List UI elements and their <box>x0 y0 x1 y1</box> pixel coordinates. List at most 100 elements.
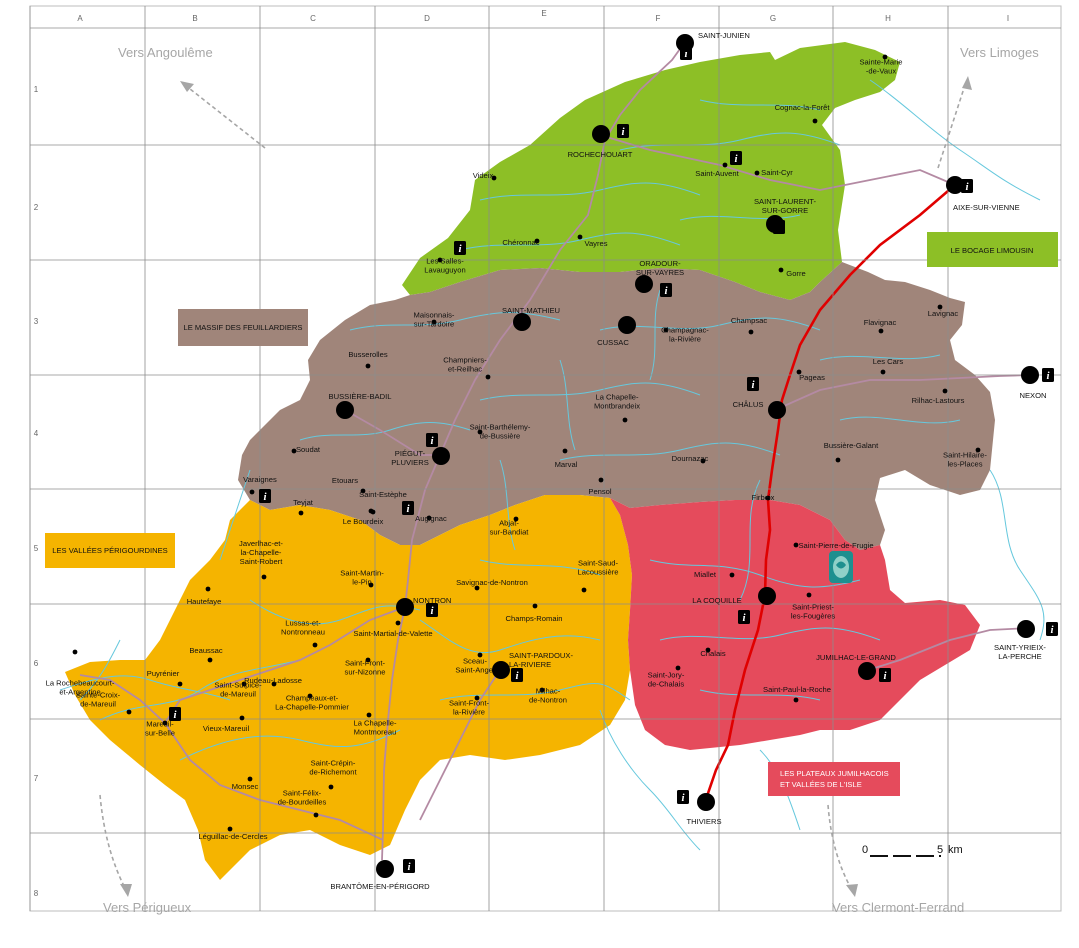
village-label: Léguillac-de-Cercles <box>198 832 267 841</box>
village-label: -de-Vaux <box>866 67 896 76</box>
village-dot <box>539 687 545 693</box>
town-label: SUR-GORRE <box>762 206 808 215</box>
village-dot <box>365 657 371 663</box>
village-dot <box>778 267 784 273</box>
town-label: NONTRON <box>413 596 451 605</box>
village-label: Saint-Pierre-de-Frugie <box>798 541 873 550</box>
grid-col-c: C <box>310 14 316 23</box>
village-label: Saint-Crépin- <box>311 759 356 768</box>
arrow-clermont <box>827 804 853 891</box>
village-label: Saint-Barthélemy- <box>470 423 531 432</box>
village-label: de-Nontron <box>529 696 567 705</box>
town-dot <box>376 860 394 878</box>
village-label: Hautefaye <box>187 597 222 606</box>
grid-col-e: E <box>541 9 546 18</box>
tourist-info-icon: i <box>961 179 973 193</box>
village-label: de-Bussière <box>480 432 521 441</box>
village-label: Les Cars <box>873 357 904 366</box>
village-label: Saint-Félix- <box>283 789 322 798</box>
village-label: Saint-Priest- <box>792 603 834 612</box>
town-label: LA COQUILLE <box>692 596 741 605</box>
village-dot <box>241 681 247 687</box>
village-dot <box>729 572 735 578</box>
grid-row-5: 5 <box>34 544 39 553</box>
village-label: Saint-Auvent <box>695 169 739 178</box>
village-dot <box>249 489 255 495</box>
town-label: JUMILHAC-LE-GRAND <box>816 653 896 662</box>
village-label: Sainte-Marie <box>859 58 902 67</box>
tourist-info-icon: i <box>426 603 438 617</box>
village-dot <box>754 170 760 176</box>
village-label: Bussière-Galant <box>824 441 879 450</box>
village-label: La Chapelle- <box>353 719 397 728</box>
town-label: ORADOUR- <box>639 259 681 268</box>
village-label: Sceau- <box>463 657 488 666</box>
village-dot <box>72 649 78 655</box>
arrow-head-limoges-icon <box>962 76 972 90</box>
village-label: Saint-Front- <box>345 659 386 668</box>
svg-text:i: i <box>1046 370 1050 382</box>
tourist-info-icon: i <box>402 501 414 515</box>
village-label: Champs-Romain <box>506 614 563 623</box>
town-label: BRANTÔME-EN-PÉRIGORD <box>330 882 430 891</box>
grid-row-2: 2 <box>34 203 39 212</box>
svg-text:i: i <box>965 181 969 193</box>
village-dot <box>700 458 706 464</box>
village-label: Champsac <box>731 316 767 325</box>
village-dot <box>312 642 318 648</box>
town-dot <box>513 313 531 331</box>
grid-col-g: G <box>770 14 776 23</box>
village-label: de-Chalais <box>648 680 685 689</box>
tourist-info-icon: i <box>730 151 742 165</box>
village-label: Lavignac <box>928 309 959 318</box>
village-label: Monsec <box>232 782 259 791</box>
zone-plateaux-jumilhacois <box>610 498 980 750</box>
village-dot <box>485 374 491 380</box>
village-label: la-Rivière <box>453 708 485 717</box>
svg-text:i: i <box>734 153 738 165</box>
village-dot <box>261 574 267 580</box>
village-label: de-Mareuil <box>80 700 116 709</box>
zone-label-massif-text: LE MASSIF DES FEUILLARDIERS <box>183 323 302 332</box>
village-label: Les Salles- <box>426 257 464 266</box>
town-label: SAINT-PARDOUX- <box>509 651 573 660</box>
zone-label-vallees-text: LES VALLÉES PÉRIGOURDINES <box>52 546 168 555</box>
village-dot <box>247 776 253 782</box>
town-dot <box>432 447 450 465</box>
village-dot <box>705 647 711 653</box>
village-label: Sainte-Croix- <box>76 691 121 700</box>
tourist-info-icon: i <box>403 859 415 873</box>
village-label: Saint-Jory- <box>648 671 685 680</box>
town-label: LA-PERCHE <box>998 652 1041 661</box>
village-label: Champagnac- <box>661 326 709 335</box>
town-dot <box>336 401 354 419</box>
svg-text:i: i <box>621 126 625 138</box>
village-dot <box>796 369 802 375</box>
town-dot <box>618 316 636 334</box>
grid-row-labels: 1 2 3 4 5 6 7 8 <box>34 85 39 898</box>
scale-bar: 0 5 km <box>862 844 963 857</box>
village-dot <box>532 603 538 609</box>
village-label: Mareuil- <box>146 720 174 729</box>
tourist-info-icon: i <box>879 668 891 682</box>
village-label: Saint-Hilaire- <box>943 451 987 460</box>
village-dot <box>227 826 233 832</box>
town-label: BUSSIÈRE-BADIL <box>329 392 392 401</box>
town-dot <box>1017 620 1035 638</box>
village-dot <box>368 508 374 514</box>
village-dot <box>878 328 884 334</box>
arrow-head-perigueux-icon <box>120 884 132 897</box>
arrow-angouleme <box>184 84 266 149</box>
village-label: Chéronnac <box>502 238 539 247</box>
grid-col-f: F <box>656 14 661 23</box>
village-label: La-Chapelle-Pommier <box>275 703 349 712</box>
village-label: Cognac-la-Forêt <box>775 103 831 112</box>
village-dot <box>291 448 297 454</box>
village-label: Dournazac <box>672 454 709 463</box>
village-dot <box>239 715 245 721</box>
town-dot <box>697 793 715 811</box>
zone-bocage-limousin <box>402 42 900 300</box>
grid-row-4: 4 <box>34 429 39 438</box>
village-dot <box>513 516 519 522</box>
